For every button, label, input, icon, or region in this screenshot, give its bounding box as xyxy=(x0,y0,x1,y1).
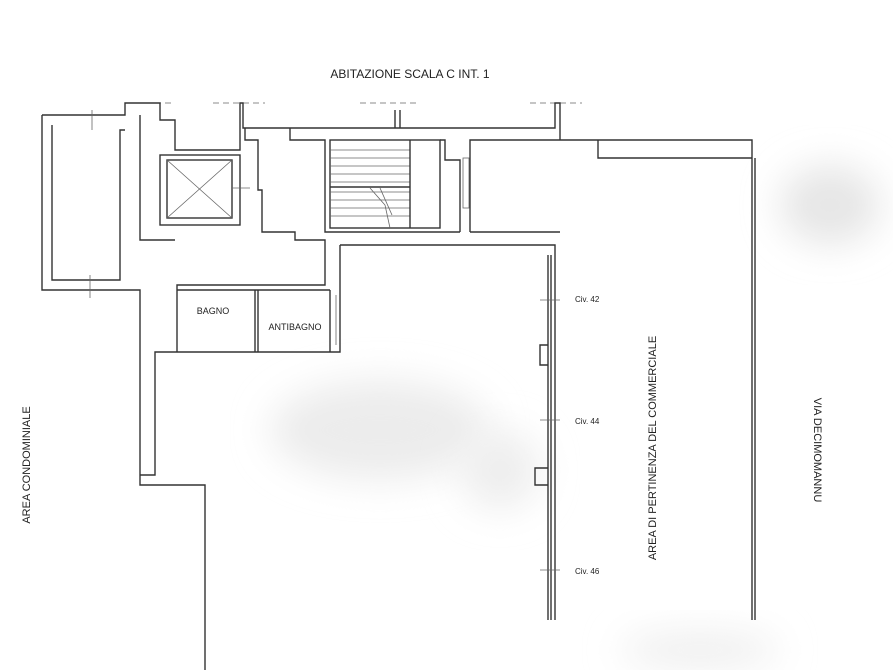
label-abitazione: ABITAZIONE SCALA C INT. 1 xyxy=(330,67,489,81)
staircase xyxy=(329,139,470,232)
label-civ-42: Civ. 42 xyxy=(575,295,600,304)
blurred-patches xyxy=(270,165,880,670)
label-area-condominiale: AREA CONDOMINIALE xyxy=(21,406,33,523)
label-area-pertinenza: AREA DI PERTINENZA DEL COMMERCIALE xyxy=(647,336,659,560)
right-walls xyxy=(469,139,756,620)
top-walls xyxy=(42,102,582,151)
label-via: VIA DECIMOMANNU xyxy=(811,398,823,503)
left-block xyxy=(41,110,250,670)
label-civ-46: Civ. 46 xyxy=(575,567,600,576)
central-walls xyxy=(140,128,560,620)
label-bagno: BAGNO xyxy=(197,306,230,316)
label-antibagno: ANTIBAGNO xyxy=(268,322,321,332)
label-civ-44: Civ. 44 xyxy=(575,417,600,426)
